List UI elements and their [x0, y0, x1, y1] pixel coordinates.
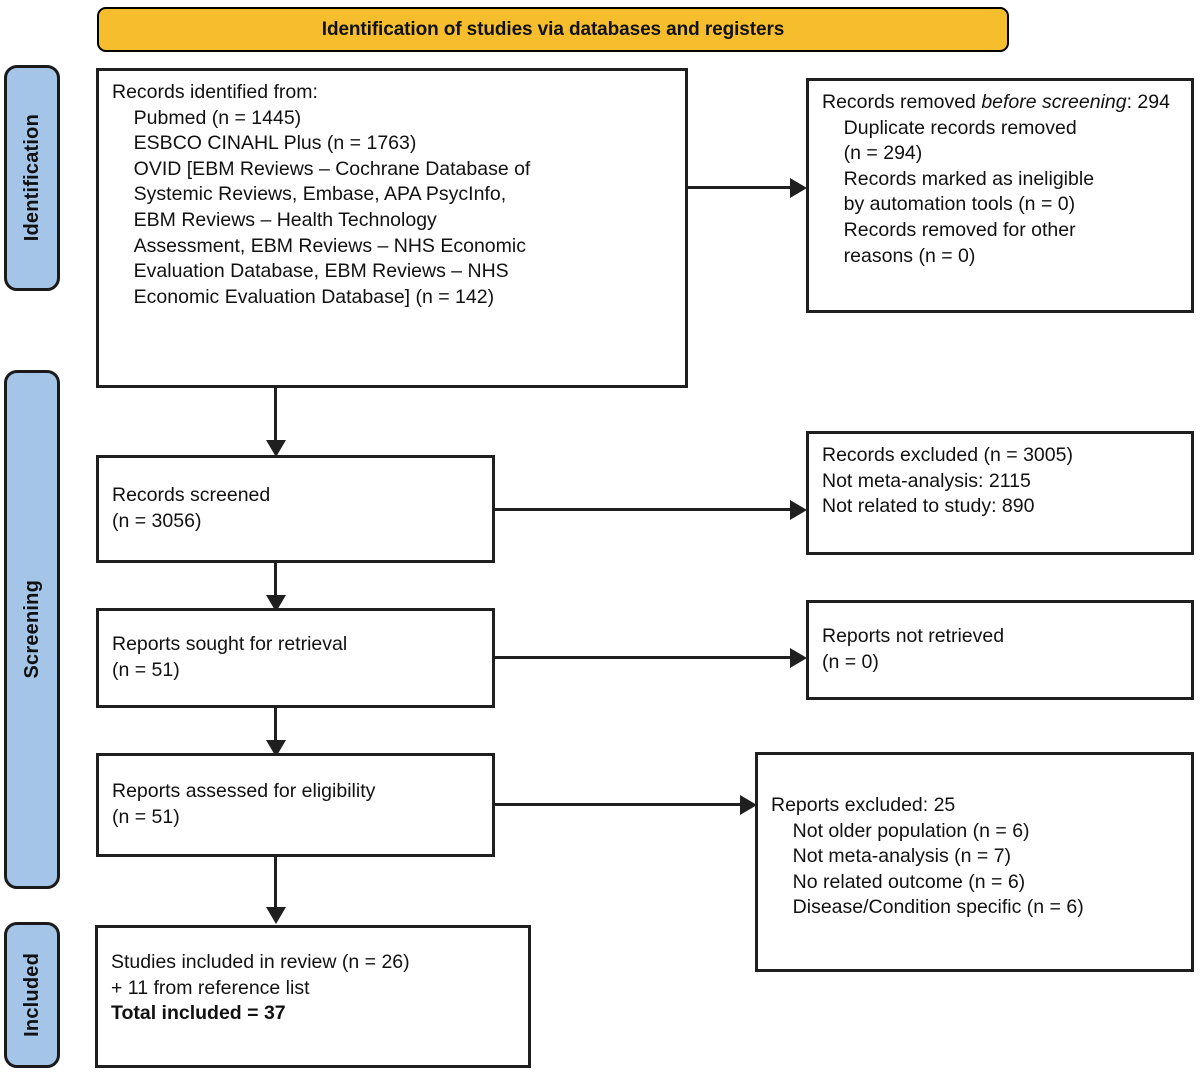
records-removed-line-2: Duplicate records removed — [822, 116, 1077, 139]
studies-included-total: Total included = 37 — [111, 1002, 286, 1025]
records-identified-line-5: Systemic Reviews, Embase, APA PsycInfo, — [112, 183, 507, 206]
box-records-removed-before-screening: Records removed before screening: 294 Du… — [806, 78, 1194, 313]
records-removed-line-4: Records marked as ineligible — [822, 167, 1095, 190]
records-identified-line-4: OVID [EBM Reviews – Cochrane Database of — [112, 157, 531, 180]
connector-identified-to-screened — [274, 388, 277, 443]
records-removed-line-6: Records removed for other — [822, 218, 1076, 241]
stage-label-screening-text: Screening — [20, 580, 43, 679]
connector-identified-to-removed — [688, 186, 792, 189]
box-records-excluded: Records excluded (n = 3005) Not meta-ana… — [806, 431, 1194, 555]
arrowhead-assessed-to-reports-excluded — [740, 795, 757, 815]
records-removed-lead-italic: before screening — [981, 91, 1127, 113]
records-screened-line-1: Records screened — [112, 484, 271, 507]
records-identified-line-8: Evaluation Database, EBM Reviews – NHS — [112, 260, 509, 283]
reports-sought-line-2: (n = 51) — [112, 659, 180, 681]
box-reports-excluded: Reports excluded: 25 Not older populatio… — [755, 752, 1194, 972]
connector-assessed-to-reports-excluded — [495, 803, 742, 806]
records-identified-line-1: Records identified from: — [112, 81, 318, 103]
stage-label-identification: Identification — [4, 65, 60, 291]
arrowhead-screened-to-sought — [266, 595, 286, 612]
studies-included-line-2: + 11 from reference list — [111, 976, 310, 999]
reports-excluded-line-4: No related outcome (n = 6) — [771, 870, 1026, 893]
arrowhead-sought-to-assessed — [266, 740, 286, 757]
records-identified-line-6: EBM Reviews – Health Technology — [112, 208, 437, 231]
records-identified-line-7: Assessment, EBM Reviews – NHS Economic — [112, 234, 526, 257]
connector-assessed-to-included — [274, 857, 277, 910]
box-studies-included-in-review: Studies included in review (n = 26) + 11… — [95, 925, 531, 1068]
reports-excluded-line-2: Not older population (n = 6) — [771, 819, 1030, 842]
records-removed-line-7: reasons (n = 0) — [822, 244, 976, 267]
stage-label-included: Included — [4, 922, 60, 1068]
reports-not-retrieved-line-1: Reports not retrieved — [822, 625, 1005, 648]
arrowhead-screened-to-excluded — [790, 500, 807, 520]
box-records-identified: Records identified from: Pubmed (n = 144… — [96, 68, 688, 388]
box-reports-assessed-for-eligibility: Reports assessed for eligibility (n = 51… — [96, 753, 495, 857]
reports-assessed-line-2: (n = 51) — [112, 806, 180, 828]
diagram-header-title: Identification of studies via databases … — [321, 18, 785, 40]
arrowhead-assessed-to-included — [266, 907, 286, 924]
connector-screened-to-sought — [274, 563, 277, 598]
connector-sought-to-not-retrieved — [495, 656, 792, 659]
records-removed-lead-plain: Records removed — [822, 91, 982, 113]
records-excluded-line-3: Not related to study: 890 — [822, 495, 1035, 518]
records-excluded-line-2: Not meta-analysis: 2115 — [822, 469, 1031, 492]
box-records-screened: Records screened (n = 3056) — [96, 455, 495, 563]
records-identified-line-3: ESBCO CINAHL Plus (n = 1763) — [112, 132, 417, 155]
stage-label-identification-text: Identification — [20, 114, 43, 242]
connector-sought-to-assessed — [274, 708, 277, 743]
records-removed-lead-tail: : 294 — [1126, 91, 1170, 113]
records-identified-line-9: Economic Evaluation Database] (n = 142) — [112, 285, 495, 308]
studies-included-line-1: Studies included in review (n = 26) — [111, 951, 410, 973]
records-removed-lead: Records removed before screening: 294 — [822, 90, 1178, 116]
reports-excluded-line-3: Not meta-analysis (n = 7) — [771, 845, 1012, 868]
records-screened-line-2: (n = 3056) — [112, 510, 202, 532]
stage-label-included-text: Included — [20, 953, 43, 1037]
reports-assessed-line-1: Reports assessed for eligibility — [112, 780, 376, 803]
reports-excluded-line-5: Disease/Condition specific (n = 6) — [771, 896, 1084, 919]
box-reports-not-retrieved: Reports not retrieved (n = 0) — [806, 600, 1194, 700]
reports-sought-line-1: Reports sought for retrieval — [112, 633, 348, 656]
stage-label-screening: Screening — [4, 370, 60, 889]
diagram-header-banner: Identification of studies via databases … — [97, 7, 1009, 52]
arrowhead-sought-to-not-retrieved — [790, 648, 807, 668]
arrowhead-identified-to-screened — [266, 440, 286, 457]
records-excluded-line-1: Records excluded (n = 3005) — [822, 444, 1073, 466]
records-removed-line-5: by automation tools (n = 0) — [822, 193, 1076, 216]
arrowhead-identified-to-removed — [790, 178, 807, 198]
records-removed-line-3: (n = 294) — [822, 142, 923, 165]
records-identified-line-2: Pubmed (n = 1445) — [112, 106, 302, 129]
reports-not-retrieved-line-2: (n = 0) — [822, 651, 879, 673]
reports-excluded-line-1: Reports excluded: 25 — [771, 794, 956, 816]
connector-screened-to-excluded — [495, 508, 792, 511]
box-reports-sought-for-retrieval: Reports sought for retrieval (n = 51) — [96, 608, 495, 708]
